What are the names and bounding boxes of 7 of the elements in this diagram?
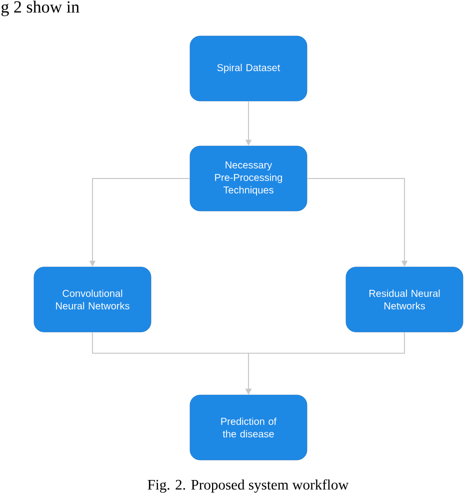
process-box: Residual Neural Networks: [346, 266, 464, 332]
process-box: Spiral Dataset: [190, 36, 308, 102]
process-box: Necessary Pre-Processing Techniques: [190, 146, 308, 212]
process-box: Prediction of the disease: [190, 394, 308, 460]
text-fragment: g 2 show in: [1, 0, 80, 16]
caption: Fig. 2. Proposed system workflow: [148, 479, 349, 493]
process-box: Convolutional Neural Networks: [34, 266, 152, 332]
